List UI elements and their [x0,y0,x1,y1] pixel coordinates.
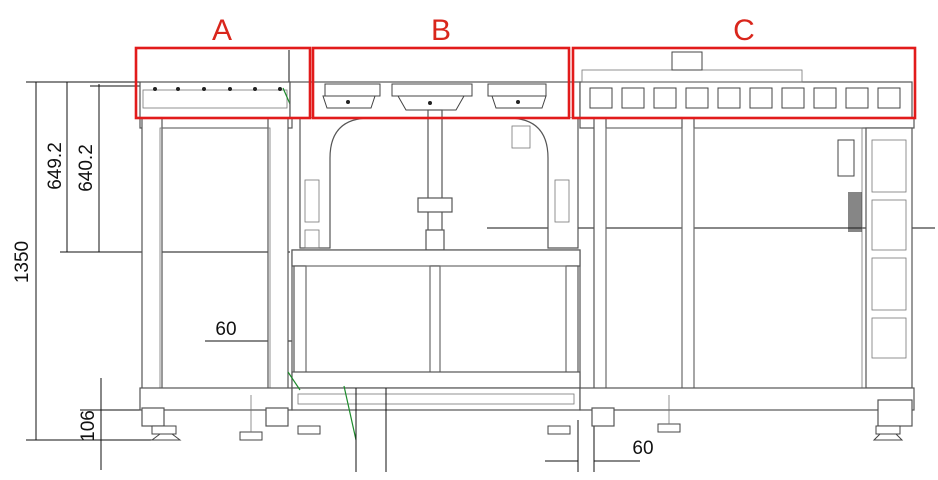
dimension-60-bottom-label: 60 [632,438,653,459]
section-a-highlight-box [134,46,312,120]
dimension-649-label: 649.2 [45,142,66,190]
module-a-frame [139,81,293,441]
section-b-label: B [431,14,451,47]
dimension-1350-label: 1350 [12,241,33,283]
section-b-highlight-box [311,46,571,120]
dimension-106-label: 106 [78,410,99,442]
module-c-frame [579,51,915,441]
section-a-label: A [212,14,232,47]
section-c-highlight-box [571,46,917,120]
dimension-60-left-label: 60 [215,319,236,340]
section-c-label: C [733,14,755,47]
dimension-640-label: 640.2 [76,144,97,192]
module-b-frame [287,81,581,472]
